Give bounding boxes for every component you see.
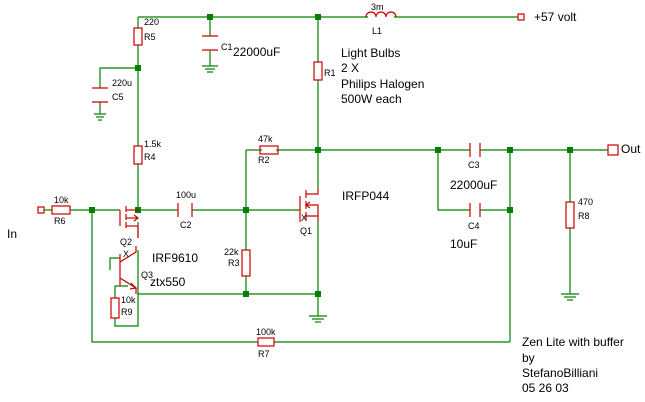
wires — [44, 16, 608, 343]
capacitor-c2 — [177, 203, 193, 217]
r2-value: 47k — [258, 134, 273, 144]
q1-value: IRFP044 — [342, 189, 390, 203]
r5-ref: R5 — [144, 32, 156, 42]
q2-value: IRF9610 — [152, 251, 198, 265]
c2-value: 100u — [176, 190, 196, 200]
l1-value: 3m — [371, 2, 384, 12]
q2-mark: X — [123, 249, 129, 259]
r3-value: 22k — [224, 247, 239, 257]
mosfet-q2 — [119, 206, 139, 238]
c1-value: 22000uF — [233, 45, 280, 59]
r4-value: 1.5k — [144, 139, 162, 149]
resistor-r8 — [565, 201, 575, 229]
output-terminal — [607, 144, 619, 156]
resistor-r6 — [51, 205, 71, 215]
c3-ref: C3 — [468, 160, 480, 170]
c1-ref: C1 — [221, 42, 233, 52]
r6-ref: R6 — [54, 216, 66, 226]
input-terminal — [37, 206, 45, 214]
resistor-r9 — [110, 297, 120, 319]
r3-ref: R3 — [228, 258, 240, 268]
q2-ref: Q2 — [120, 237, 132, 247]
load-note-line2: 2 X — [341, 61, 359, 75]
r4-ref: R4 — [144, 152, 156, 162]
capacitor-c5 — [92, 87, 108, 103]
r8-value: 470 — [578, 197, 593, 207]
input-label: In — [7, 227, 17, 241]
c4-ref: C4 — [468, 221, 480, 231]
supply-label: +57 volt — [534, 10, 577, 24]
r9-value: 10k — [121, 295, 136, 305]
c2-ref: C2 — [180, 220, 192, 230]
r5-value: 220 — [144, 17, 159, 27]
q3-value: ztx550 — [150, 275, 186, 289]
load-note-line1: Light Bulbs — [341, 46, 400, 60]
c3-value: 22000uF — [450, 178, 497, 192]
capacitor-c1 — [202, 35, 218, 51]
r1-ref: R1 — [324, 68, 336, 78]
resistor-r3 — [241, 249, 251, 277]
c5-value: 220u — [112, 78, 132, 88]
capacitor-c3 — [469, 143, 481, 157]
q1-ref: Q1 — [300, 226, 312, 236]
output-label: Out — [621, 142, 641, 156]
r9-ref: R9 — [121, 307, 133, 317]
resistor-r4 — [133, 145, 143, 165]
components — [37, 11, 619, 347]
c4-value: 10uF — [450, 237, 477, 251]
c5-ref: C5 — [112, 92, 124, 102]
mosfet-q1 — [299, 188, 319, 222]
caption-line3: StefanoBilliani — [522, 366, 598, 380]
inductor-l1 — [365, 11, 397, 18]
l1-ref: L1 — [372, 26, 382, 36]
r6-value: 10k — [54, 195, 69, 205]
q3-ref: Q3 — [141, 270, 153, 280]
r7-value: 100k — [256, 327, 276, 337]
capacitor-c4 — [469, 203, 481, 217]
supply-terminal — [517, 13, 525, 21]
r2-ref: R2 — [258, 155, 270, 165]
load-note-line3: Philips Halogen — [341, 77, 424, 91]
load-note-line4: 500W each — [341, 92, 402, 106]
labels: +57 volt 3m L1 220 R5 C1 22000uF 220u C5… — [7, 2, 641, 395]
r8-ref: R8 — [578, 211, 590, 221]
resistor-r2 — [259, 145, 279, 155]
r7-ref: R7 — [258, 349, 270, 359]
caption-line4: 05 26 03 — [522, 381, 569, 395]
resistor-r5 — [133, 27, 143, 46]
q1-mark: X — [301, 213, 307, 223]
caption-line2: by — [522, 351, 535, 365]
transistor-q3 — [119, 246, 138, 294]
caption-line1: Zen Lite with buffer — [522, 335, 624, 349]
resistor-r7 — [257, 337, 275, 347]
resistor-r1 — [313, 61, 323, 81]
